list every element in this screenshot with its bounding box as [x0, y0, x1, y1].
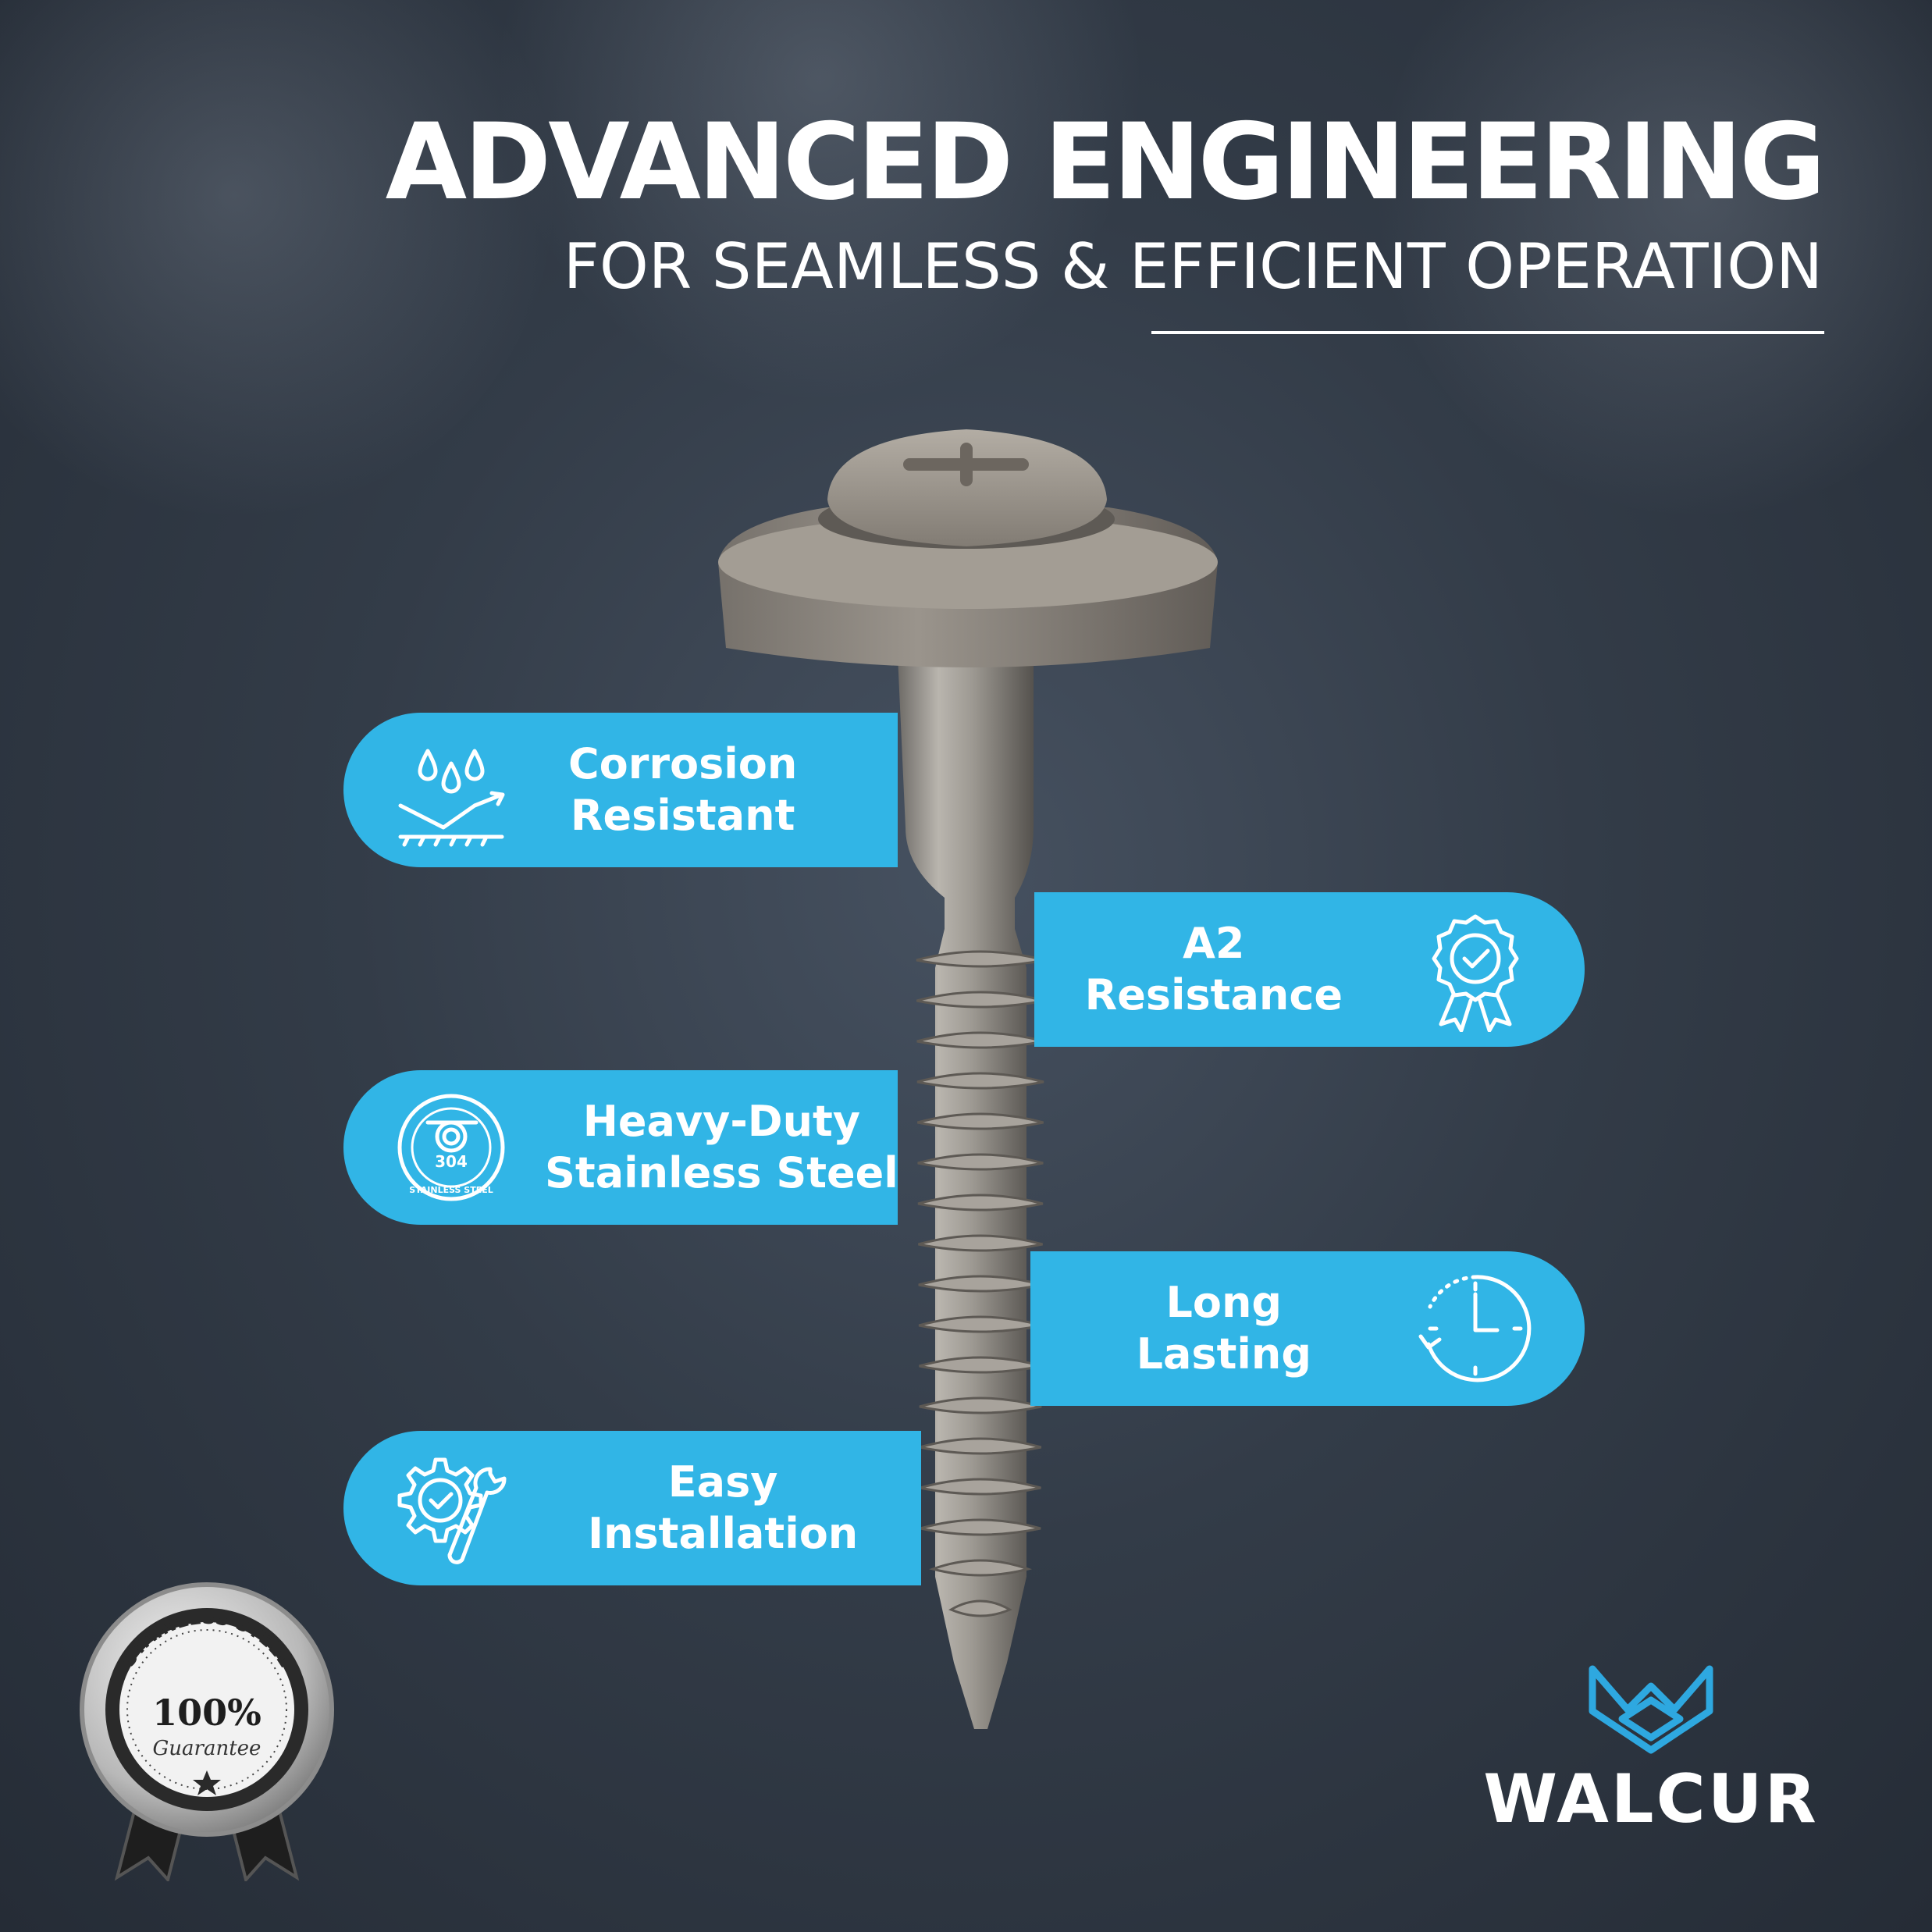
feature-line1: A2 [1183, 919, 1245, 968]
feature-long-lasting: Long Lasting [1030, 1251, 1585, 1406]
feature-line1: Heavy-Duty [582, 1097, 861, 1146]
screw-washer [718, 507, 1218, 667]
guarantee-seal: STAINLESS STEEL 100% Guarantee [80, 1582, 334, 1881]
award-ribbon-icon [1413, 907, 1538, 1032]
screw-shaft [898, 656, 1034, 1729]
feature-a2-resistance: A2 Resistance [1034, 892, 1585, 1047]
screw-thread [920, 1478, 1041, 1496]
screw-thread [928, 1559, 1033, 1577]
feature-line2: Installation [588, 1509, 859, 1558]
screw-thread [916, 1072, 1044, 1090]
clock-icon [1413, 1266, 1538, 1391]
screw-thread [948, 1599, 1012, 1617]
screw-head [818, 429, 1115, 549]
screw-thread [918, 1234, 1043, 1252]
brand-logo: WALCUR [1475, 1663, 1827, 1834]
screw-thread [917, 1153, 1044, 1171]
seal-script-text: Guarantee [153, 1737, 262, 1760]
feature-line2: Resistance [1084, 970, 1343, 1019]
water-drops-icon [389, 728, 514, 852]
headline: ADVANCED ENGINEERING [385, 101, 1826, 223]
screw-thread [919, 1437, 1042, 1455]
gear-wrench-icon [389, 1446, 514, 1571]
screw-threads [916, 950, 1045, 1617]
screw-thread [917, 1194, 1044, 1212]
badge-304-text: 304 [435, 1152, 468, 1171]
brand-name: WALCUR [1483, 1760, 1819, 1838]
feature-line1: Easy [667, 1457, 778, 1507]
feature-heavy-duty-stainless-steel: 304 STAINLESS STEEL Heavy-Duty Stainless… [343, 1070, 898, 1225]
headline-divider [1151, 331, 1824, 334]
screw-thread [919, 1397, 1042, 1414]
feature-corrosion-resistant: Corrosion Resistant [343, 713, 898, 867]
screw-thread [920, 1518, 1041, 1536]
seal-star-icon [193, 1770, 221, 1795]
subheadline: FOR SEAMLESS & EFFICIENT OPERATION [563, 230, 1823, 303]
feature-easy-installation: Easy Installation [343, 1431, 921, 1585]
stainless-steel-304-icon: 304 STAINLESS STEEL [389, 1085, 514, 1210]
feature-line1: Long [1165, 1278, 1283, 1327]
feature-line2: Resistant [570, 791, 795, 840]
walcur-logo-icon [1589, 1665, 1713, 1754]
badge-304-ring-text: STAINLESS STEEL [409, 1185, 493, 1195]
feature-line2: Stainless Steel [545, 1148, 898, 1197]
seal-percent: 100% [152, 1692, 262, 1734]
screw-thread [916, 950, 1045, 968]
screw-thread [917, 1112, 1044, 1130]
feature-line2: Lasting [1136, 1329, 1311, 1379]
feature-line1: Corrosion [568, 739, 798, 788]
